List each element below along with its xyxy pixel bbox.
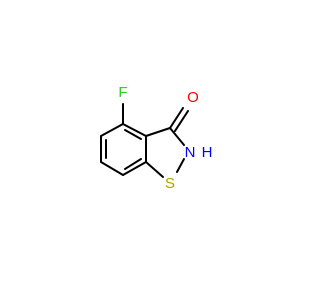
- bond-c3a-c3: [145, 127, 171, 137]
- atom-hydrogen: H: [202, 144, 213, 161]
- bond-c3-o: [169, 107, 184, 129]
- atom-nitrogen: N: [185, 144, 196, 161]
- atom-labels: F O N H S: [118, 84, 212, 192]
- bond-c3a-c4-inner: [124, 129, 142, 140]
- bond-lines: [100, 103, 189, 178]
- atom-sulfur: S: [165, 175, 175, 192]
- molecule-canvas: F O N H S: [100, 84, 212, 192]
- bond-c7-c7a: [122, 161, 147, 176]
- structure-diagram: F O N H S: [100, 84, 212, 192]
- bond-c4-c5: [100, 123, 124, 137]
- bond-c3a-c4: [122, 123, 147, 137]
- bond-n-s: [176, 158, 185, 173]
- bond-c7-c7a-inner: [124, 158, 142, 170]
- bond-c7a-s: [145, 161, 164, 178]
- bond-c3-o-second: [174, 110, 189, 132]
- atom-fluorine: F: [118, 84, 127, 101]
- atom-oxygen: O: [187, 89, 199, 106]
- bond-c6-c7: [100, 161, 124, 176]
- bond-c3-n: [169, 127, 185, 146]
